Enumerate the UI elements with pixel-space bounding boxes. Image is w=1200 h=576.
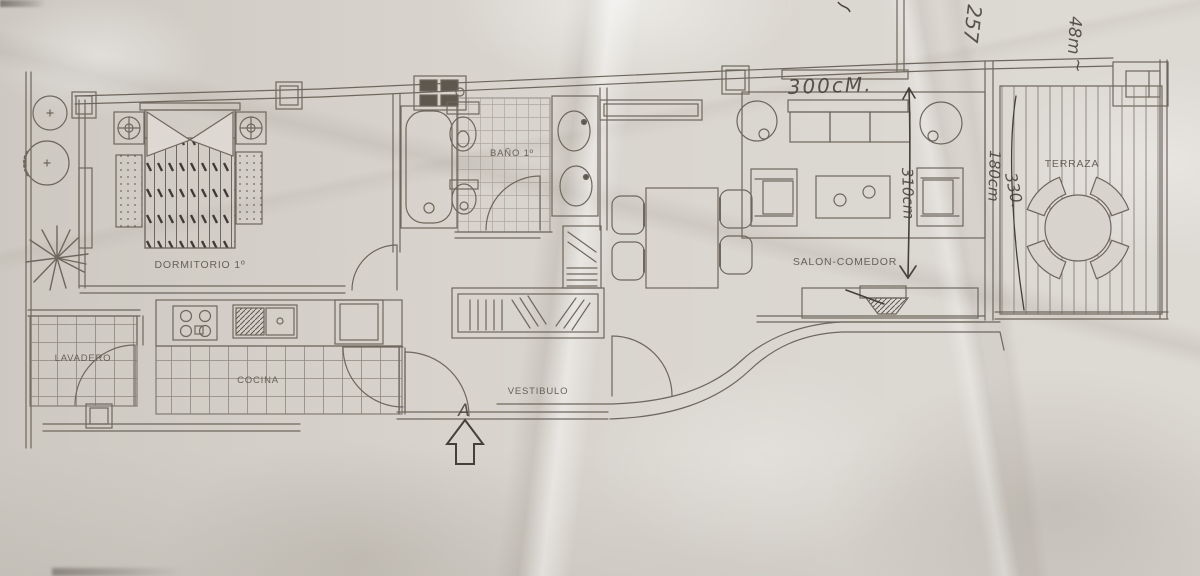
stray-pen-mark bbox=[837, 1, 851, 13]
salon-room bbox=[599, 60, 994, 323]
salon-label: SALON-COMEDOR bbox=[793, 256, 897, 268]
side-table-right bbox=[919, 101, 963, 145]
closet bbox=[451, 225, 605, 339]
bed-duvet bbox=[144, 137, 236, 249]
paper-bottom-cutoff-text bbox=[52, 568, 182, 576]
entrance-arrow-icon bbox=[445, 418, 485, 465]
salon-window bbox=[781, 69, 909, 80]
bed-headboard bbox=[139, 102, 241, 111]
kitchen-floor bbox=[155, 345, 403, 415]
terraza-room bbox=[994, 59, 1169, 320]
dormitorio-label: DORMITORIO 1º bbox=[154, 259, 245, 271]
armchair-right bbox=[916, 167, 964, 227]
palm-plant-icon bbox=[25, 225, 89, 291]
dormitorio-south-wall bbox=[79, 285, 346, 294]
tree-icon bbox=[32, 95, 68, 131]
bano-label: BAÑO 1º bbox=[490, 148, 534, 159]
stove bbox=[172, 305, 218, 341]
terrace-table bbox=[1044, 194, 1112, 262]
sofa bbox=[787, 99, 911, 143]
lavadero-door bbox=[74, 344, 136, 406]
bathtub bbox=[400, 105, 458, 229]
terrace-chairs bbox=[1026, 176, 1130, 280]
dining-table bbox=[611, 187, 753, 289]
tv-sideboard bbox=[801, 285, 979, 319]
cocina-door bbox=[342, 346, 404, 408]
num-48m-text: 48m bbox=[1063, 16, 1085, 55]
kitchen-sink bbox=[232, 304, 298, 339]
printed-plan bbox=[23, 0, 1169, 449]
dormitorio-door bbox=[351, 244, 398, 291]
cocina-label: COCINA bbox=[237, 375, 279, 386]
rug-right bbox=[235, 151, 263, 225]
top-wall bbox=[74, 0, 1114, 105]
salon-door bbox=[611, 335, 673, 397]
room-labels: DORMITORIO 1º BAÑO 1º LAVADERO COCINA VE… bbox=[55, 148, 1100, 397]
dim-180-text: 180cm bbox=[984, 150, 1004, 202]
paper-top-cutoff-marks bbox=[0, 0, 46, 7]
terraza-label: TERRAZA bbox=[1045, 158, 1100, 170]
dim-300-text: 300cM. bbox=[787, 72, 873, 99]
nightstand-right bbox=[235, 111, 267, 145]
entrance-marker: A bbox=[445, 401, 485, 465]
side-table-left bbox=[736, 100, 778, 142]
measure-arrow bbox=[845, 87, 1025, 311]
console-under-window bbox=[599, 99, 703, 121]
tree-icon bbox=[24, 140, 70, 186]
squiggle-text: ~ bbox=[1067, 58, 1088, 73]
bano-door bbox=[485, 175, 541, 231]
garden bbox=[23, 71, 93, 449]
bidet bbox=[449, 179, 479, 215]
bed-pillows bbox=[146, 110, 234, 157]
entrance-letter: A bbox=[457, 401, 470, 421]
fridge bbox=[334, 299, 384, 345]
kitchen-counter bbox=[155, 299, 403, 347]
lavadero-room bbox=[27, 309, 144, 429]
toilet bbox=[446, 101, 480, 152]
double-sink-vanity bbox=[551, 95, 599, 217]
curved-exterior-wall bbox=[496, 321, 1005, 420]
armchair-left bbox=[750, 168, 798, 227]
dormitorio-room bbox=[79, 93, 401, 294]
bano-south-wall bbox=[454, 231, 553, 239]
lavadero-label: LAVADERO bbox=[55, 353, 112, 364]
vestibulo-label: VESTIBULO bbox=[508, 386, 569, 397]
rug-left bbox=[115, 154, 143, 228]
nightstand-left bbox=[113, 111, 145, 145]
coffee-table bbox=[815, 175, 891, 219]
handwritten-annotations: 300cM. 310cm 180cm 330. 257 48m ~ bbox=[787, 1, 1088, 311]
num-257-text: 257 bbox=[958, 3, 987, 44]
bano-room bbox=[400, 87, 608, 239]
cocina-room bbox=[155, 299, 406, 415]
dim-310-text: 310cm bbox=[898, 168, 918, 220]
